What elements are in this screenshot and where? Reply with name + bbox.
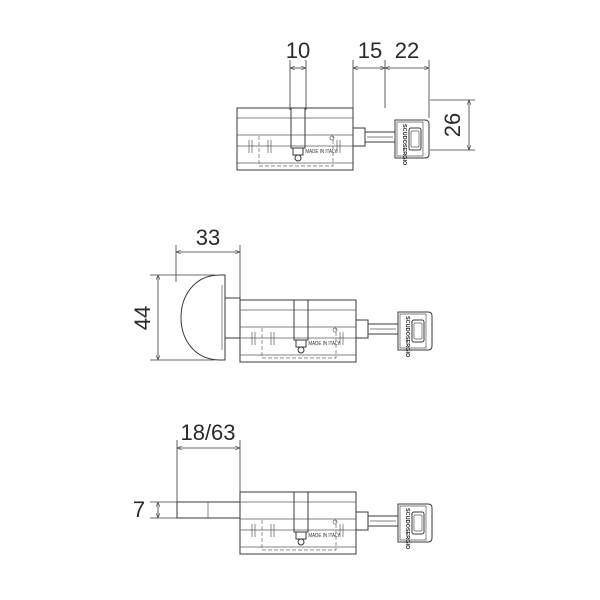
thumb-turn-knob [180,274,226,361]
cam-shaft [176,501,241,519]
dim-18-63: 18/63 [180,420,235,445]
made-in-italy-stamp: MADE IN ITALY [308,533,341,539]
dim-22: 22 [395,38,419,63]
made-in-italy-stamp: MADE IN ITALY [308,341,341,347]
made-in-italy-stamp: MADE IN ITALY [305,149,338,155]
key-brand-label: SCUDOSERGIO [404,316,410,358]
view-cam-key: MADE IN ITALY SCUDOSERGIO 18/63 7 [133,420,433,555]
dim-26: 26 [440,113,465,137]
dim-33: 33 [196,225,220,250]
dim-7: 7 [133,497,145,522]
view-key-key: MADE IN ITALY SCUDOSERGIO 10 15 22 26 [236,38,475,171]
view-knob-key: MADE IN ITALY SCUDOSERGIO 33 44 [130,225,433,363]
dim-15: 15 [358,38,382,63]
key-brand-label: SCUDOSERGIO [401,124,407,166]
key-brand-label: SCUDOSERGIO [404,508,410,550]
dim-44: 44 [130,306,155,330]
dim-10: 10 [286,38,310,63]
